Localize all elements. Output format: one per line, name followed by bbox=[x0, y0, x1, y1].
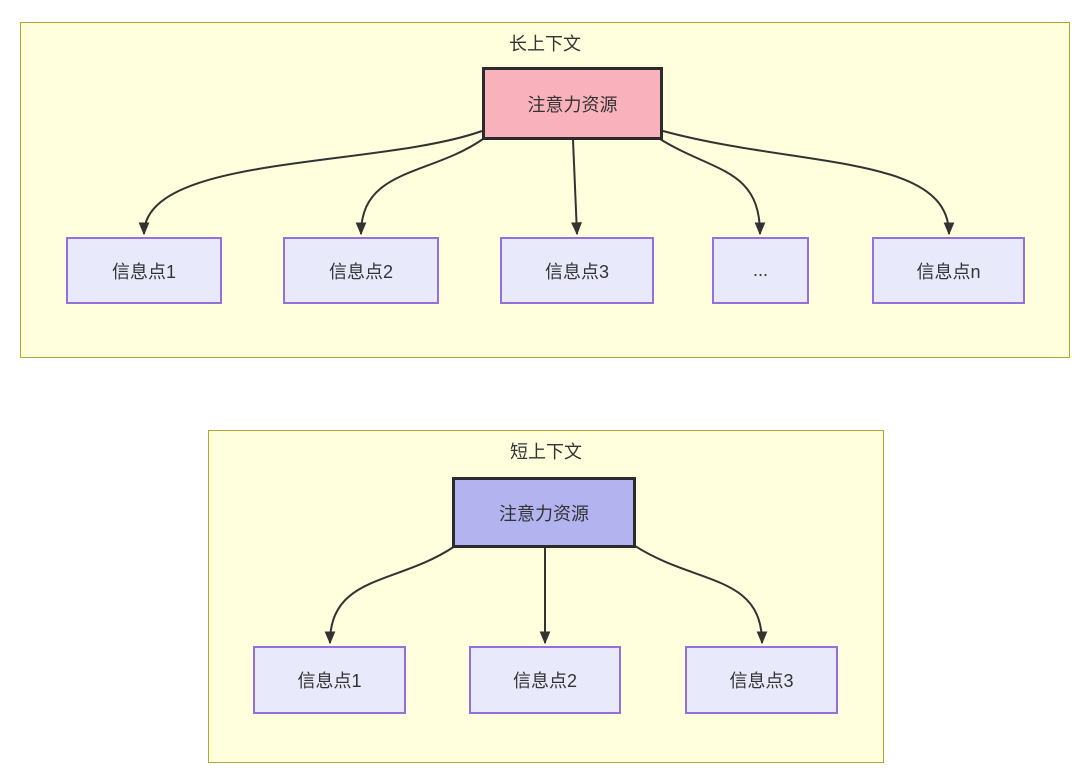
long-attention-node: 注意力资源 bbox=[482, 67, 663, 140]
long-info-node-3: 信息点3 bbox=[500, 237, 654, 304]
long-info-node-n: 信息点n bbox=[872, 237, 1025, 304]
long-context-title: 长上下文 bbox=[509, 34, 581, 54]
short-info-node-1: 信息点1 bbox=[253, 646, 406, 714]
short-info-node-2: 信息点2 bbox=[469, 646, 621, 714]
short-attention-node: 注意力资源 bbox=[452, 477, 636, 548]
short-info-node-3: 信息点3 bbox=[685, 646, 838, 714]
long-info-node-1: 信息点1 bbox=[66, 237, 222, 304]
short-context-title: 短上下文 bbox=[510, 442, 582, 462]
long-info-node-2: 信息点2 bbox=[283, 237, 439, 304]
long-info-node-ellipsis: ... bbox=[712, 237, 809, 304]
